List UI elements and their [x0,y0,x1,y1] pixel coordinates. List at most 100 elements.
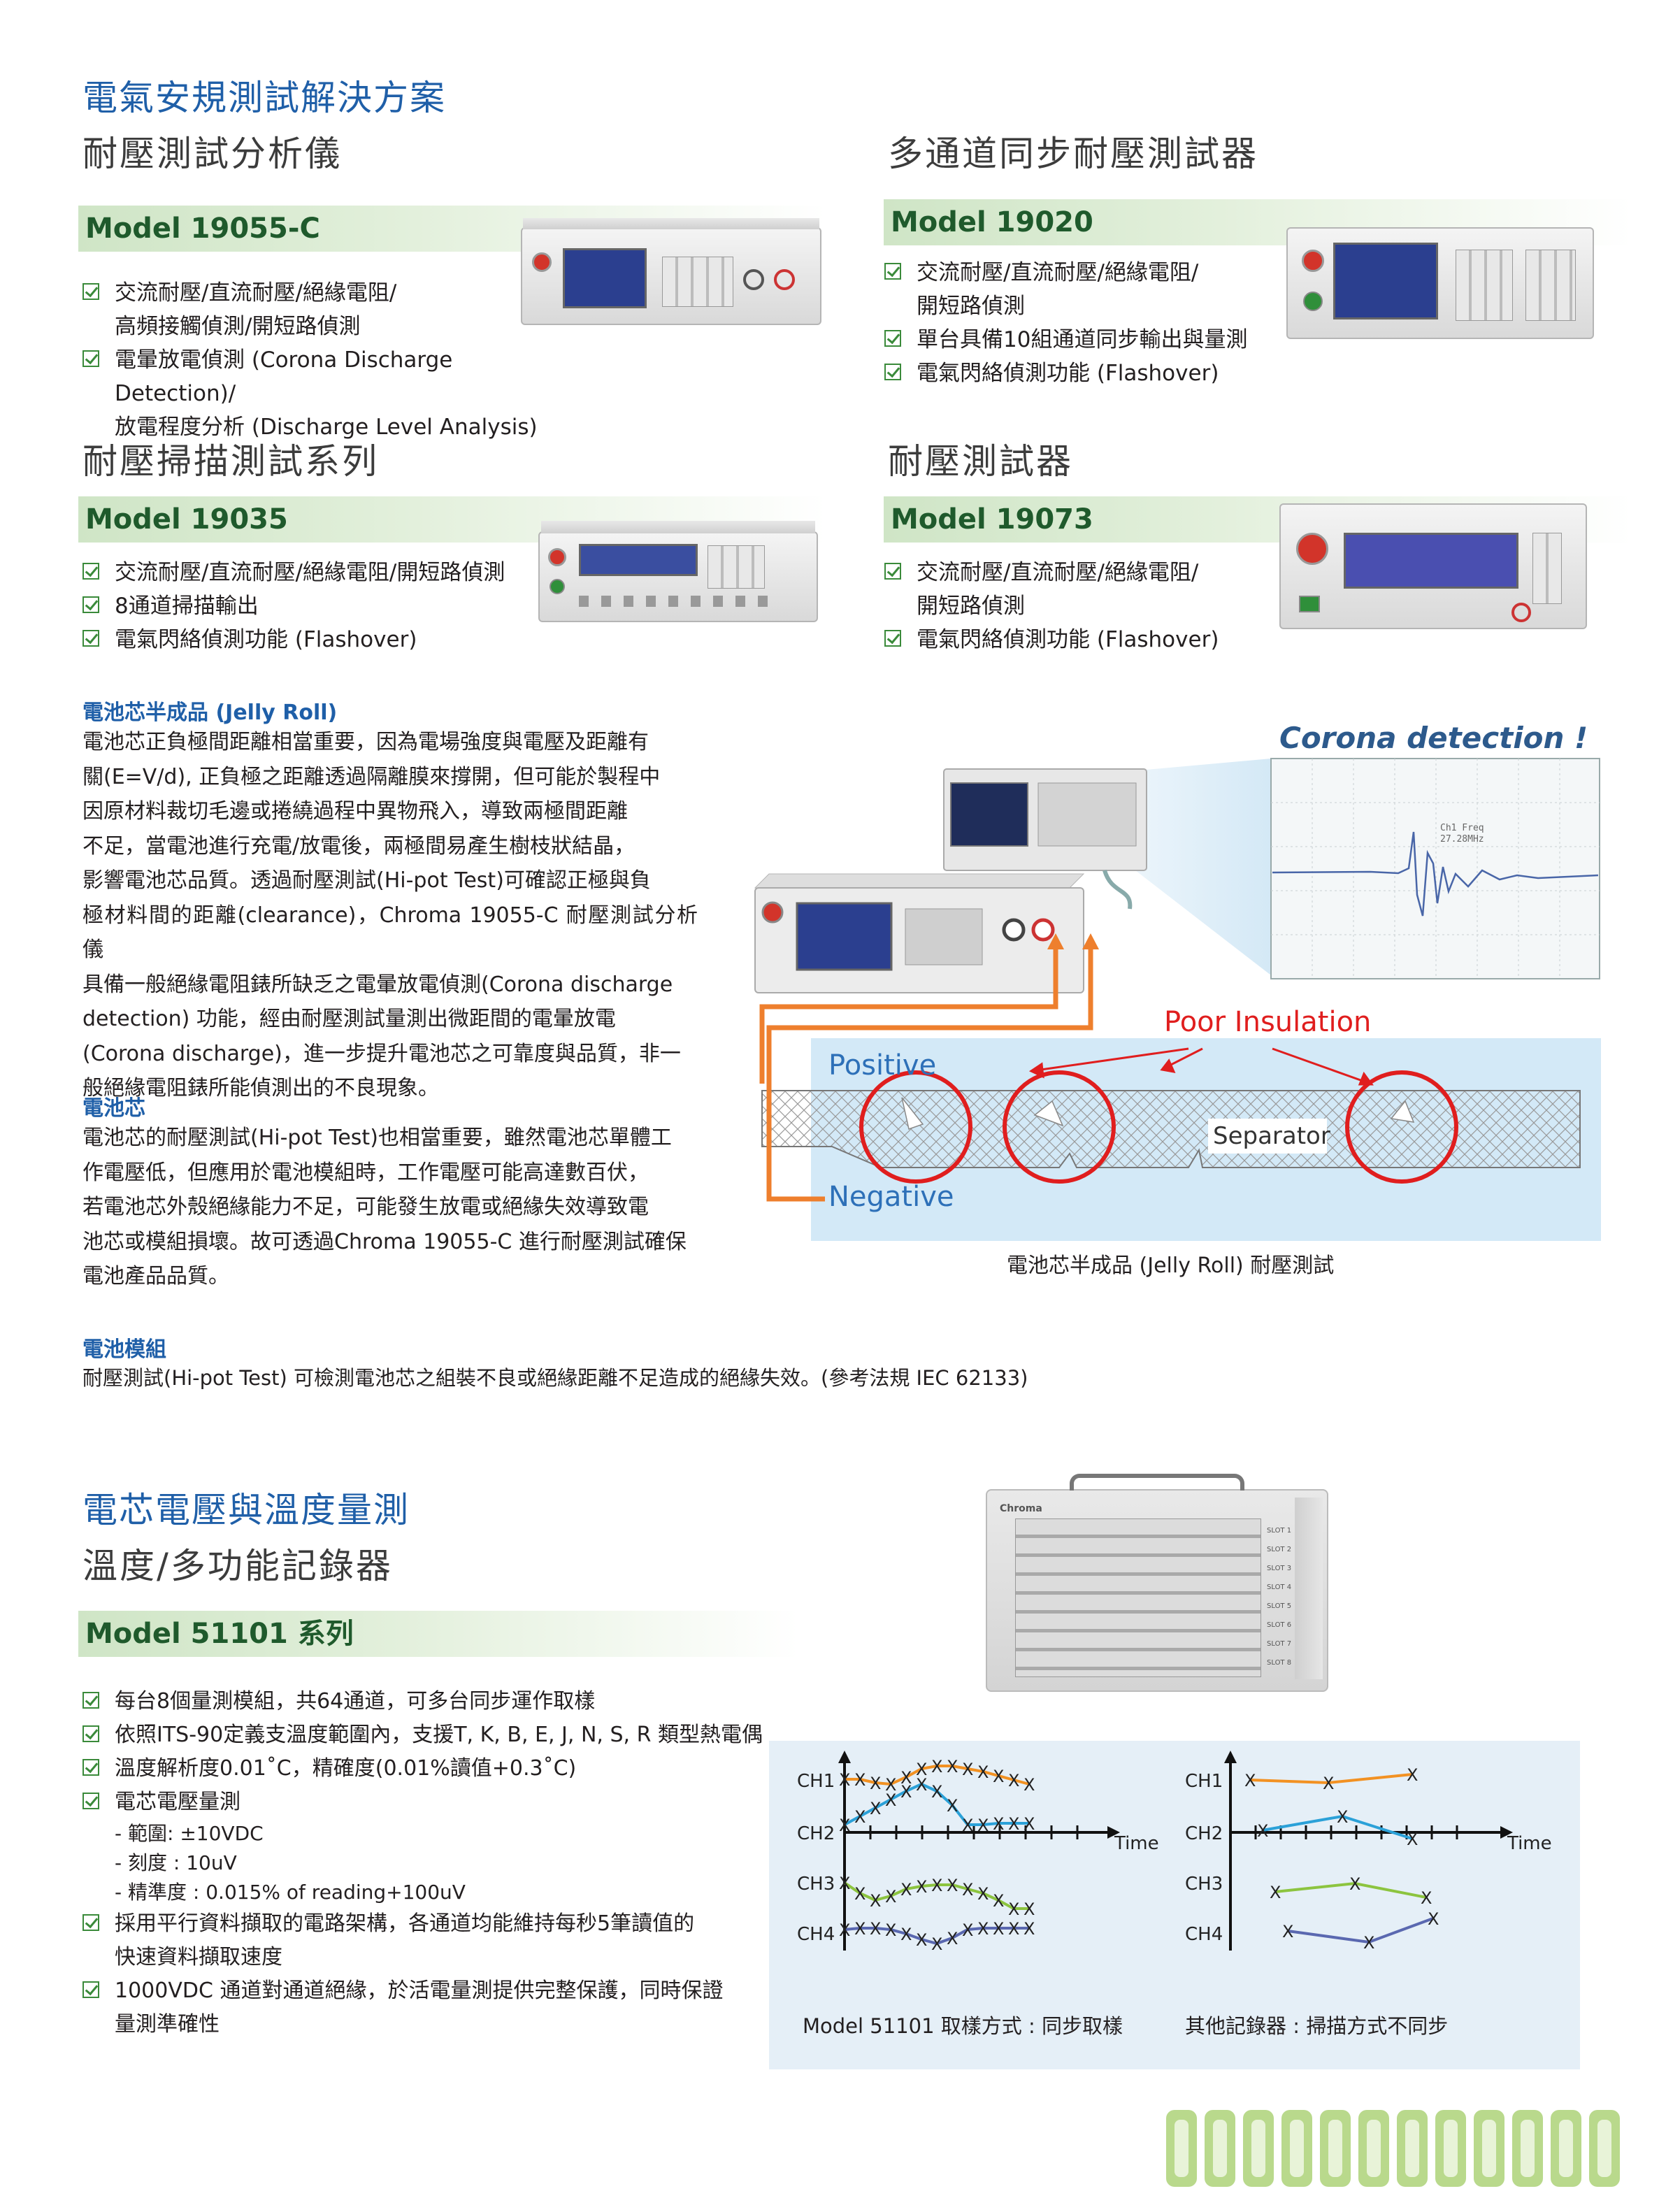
slot-label: SLOT 8 [1267,1659,1292,1667]
burr-defect [901,1097,924,1130]
battery-highlight [1444,2120,1458,2177]
device-keypad [1532,533,1562,604]
device-19035 [538,531,818,622]
device-outputs [579,596,768,607]
sample-mark: X [1024,1775,1035,1795]
feature-text: 開短路偵測 [917,594,1025,619]
sample-mark: X [900,1768,912,1788]
scope-device-screen [950,782,1028,847]
channel-line [1249,1773,1413,1785]
slot-label: SLOT 2 [1267,1546,1292,1553]
logger-subtitle: 溫度/多功能記錄器 [82,1546,393,1586]
logger-title: 電芯電壓與溫度量測 [82,1490,410,1530]
paragraph-line: 極材料間的距離(clearance)，Chroma 19055-C 耐壓測試分析… [82,903,698,963]
sync-caption: Model 51101 取樣方式 : 同步取樣 [803,2014,1123,2038]
feature-text: 採用平行資料擷取的電路架構，各通道均能維持每秒5筆讀值的 [115,1911,695,1936]
device-screen [1333,243,1438,319]
feature-text: 電氣閃絡偵測功能 (Flashover) [917,361,1219,386]
sample-mark: X [931,1782,942,1802]
scope-readout: 27.28MHz [1440,834,1484,845]
paragraph-line: 電池產品品質。 [82,1264,229,1288]
diagram-caption: 電池芯半成品 (Jelly Roll) 耐壓測試 [1007,1254,1334,1278]
negative-label: Negative [828,1181,954,1213]
feature-text: 放電程度分析 (Discharge Level Analysis) [115,415,538,440]
paragraph-line: 具備一般絕緣電阻錶所缺乏之電暈放電偵測(Corona discharge [82,972,673,997]
checkbox-icon [82,350,99,367]
paragraph-line: 影響電池芯品質。透過耐壓測試(Hi-pot Test)可確認正極與負 [82,868,651,893]
sample-mark: X [977,1762,989,1782]
sample-mark: X [885,1775,896,1795]
paragraph-line: 電池芯的耐壓測試(Hi-pot Test)也相當重要，雖然電池芯單體工 [82,1126,672,1150]
channel-line [844,1927,1029,1946]
sample-mark: X [1008,1771,1019,1790]
features-19035: 交流耐壓/直流耐壓/絕緣電阻/開短路偵測 8通道掃描輸出 電氣閃絡偵測功能 (F… [82,556,530,656]
sample-mark: X [1270,1883,1281,1902]
feature-text: 每台8個量測模組，共64通道，可多台同步運作取樣 [115,1689,596,1714]
checkbox-icon [884,330,901,347]
cell-paragraph: 電池芯的耐壓測試(Hi-pot Test)也相當重要，雖然電池芯單體工 作電壓低… [82,1121,698,1294]
battery-highlight [1290,2120,1304,2177]
positive-label: Positive [828,1049,936,1082]
checkbox-icon [82,630,99,647]
tester-terminal [1031,918,1055,942]
slot-label: SLOT 6 [1267,1621,1292,1629]
slot-label: SLOT 3 [1267,1565,1292,1572]
battery-highlight [1405,2120,1419,2177]
checkbox-icon [82,596,99,613]
checkbox-icon [82,1793,99,1809]
feature-text: 電氣閃絡偵測功能 (Flashover) [917,627,1219,652]
tester-top [754,873,1085,889]
sample-mark: X [839,1874,850,1893]
device-19020 [1286,227,1594,339]
jelly-paragraph: 電池芯正負極間距離相當重要，因為電場強度與電壓及距離有 關(E=V/d), 正負… [82,725,698,1106]
device-stop-button [1296,533,1328,565]
sample-mark: X [1008,1899,1019,1919]
sampling-panel [769,1741,1580,2069]
recorder-side [1295,1498,1323,1679]
slot-label: SLOT 4 [1267,1583,1292,1591]
sample-mark: X [1244,1771,1256,1790]
sample-mark: X [1421,1888,1432,1908]
sample-mark: X [1257,1821,1268,1841]
device-19073 [1279,503,1587,629]
sample-mark: X [870,1799,881,1818]
sample-mark: X [977,1919,989,1939]
checkbox-icon [82,1692,99,1709]
separator-label: Separator [1213,1122,1330,1150]
sample-mark: X [916,1760,927,1779]
feature-text: 電芯電壓量測 [115,1790,240,1814]
recorder-brand: Chroma [1000,1503,1042,1514]
sample-mark: X [962,1880,973,1899]
sample-mark: X [1024,1814,1035,1834]
device-start-button [550,579,565,594]
device-keypad [708,545,765,589]
device-start-button [1299,596,1320,612]
defect-circle [1003,1070,1116,1184]
channel-label: CH2 [1185,1823,1223,1844]
checkbox-icon [82,1914,99,1931]
sweep-title: 耐壓掃描測試系列 [82,441,379,482]
sample-mark: X [854,1919,866,1939]
sample-mark: X [962,1816,973,1835]
sample-mark: X [900,1925,912,1944]
sample-mark: X [931,1934,942,1954]
features-19073: 交流耐壓/直流耐壓/絕緣電阻/ 開短路偵測 電氣閃絡偵測功能 (Flashove… [884,556,1304,656]
defect-circle [859,1070,972,1184]
feature-text: 1000VDC 通道對通道絕緣，於活電量測提供完整保護，同時保證 [115,1978,724,2003]
paragraph-line: (Corona discharge)，進一步提升電池芯之可靠度與品質，非一 [82,1041,681,1066]
recorder-slots [1015,1518,1261,1677]
jelly-heading: 電池芯半成品 (Jelly Roll) [82,701,338,725]
sub-item: - 刻度 : 10uV [115,1851,237,1874]
channel-line [843,1881,1029,1910]
scope-waveform [1272,831,1599,917]
axis-arrowhead [1224,1751,1237,1763]
device-stop-button [548,548,566,566]
battery-highlight [1367,2120,1381,2177]
tester-stop-button [761,901,784,924]
poor-insulation-label: Poor Insulation [1164,1006,1371,1038]
device-start-button [1303,292,1323,311]
sample-mark: X [993,1891,1004,1911]
feature-text: 開短路偵測 [917,294,1025,319]
channel-label: CH3 [797,1874,835,1895]
